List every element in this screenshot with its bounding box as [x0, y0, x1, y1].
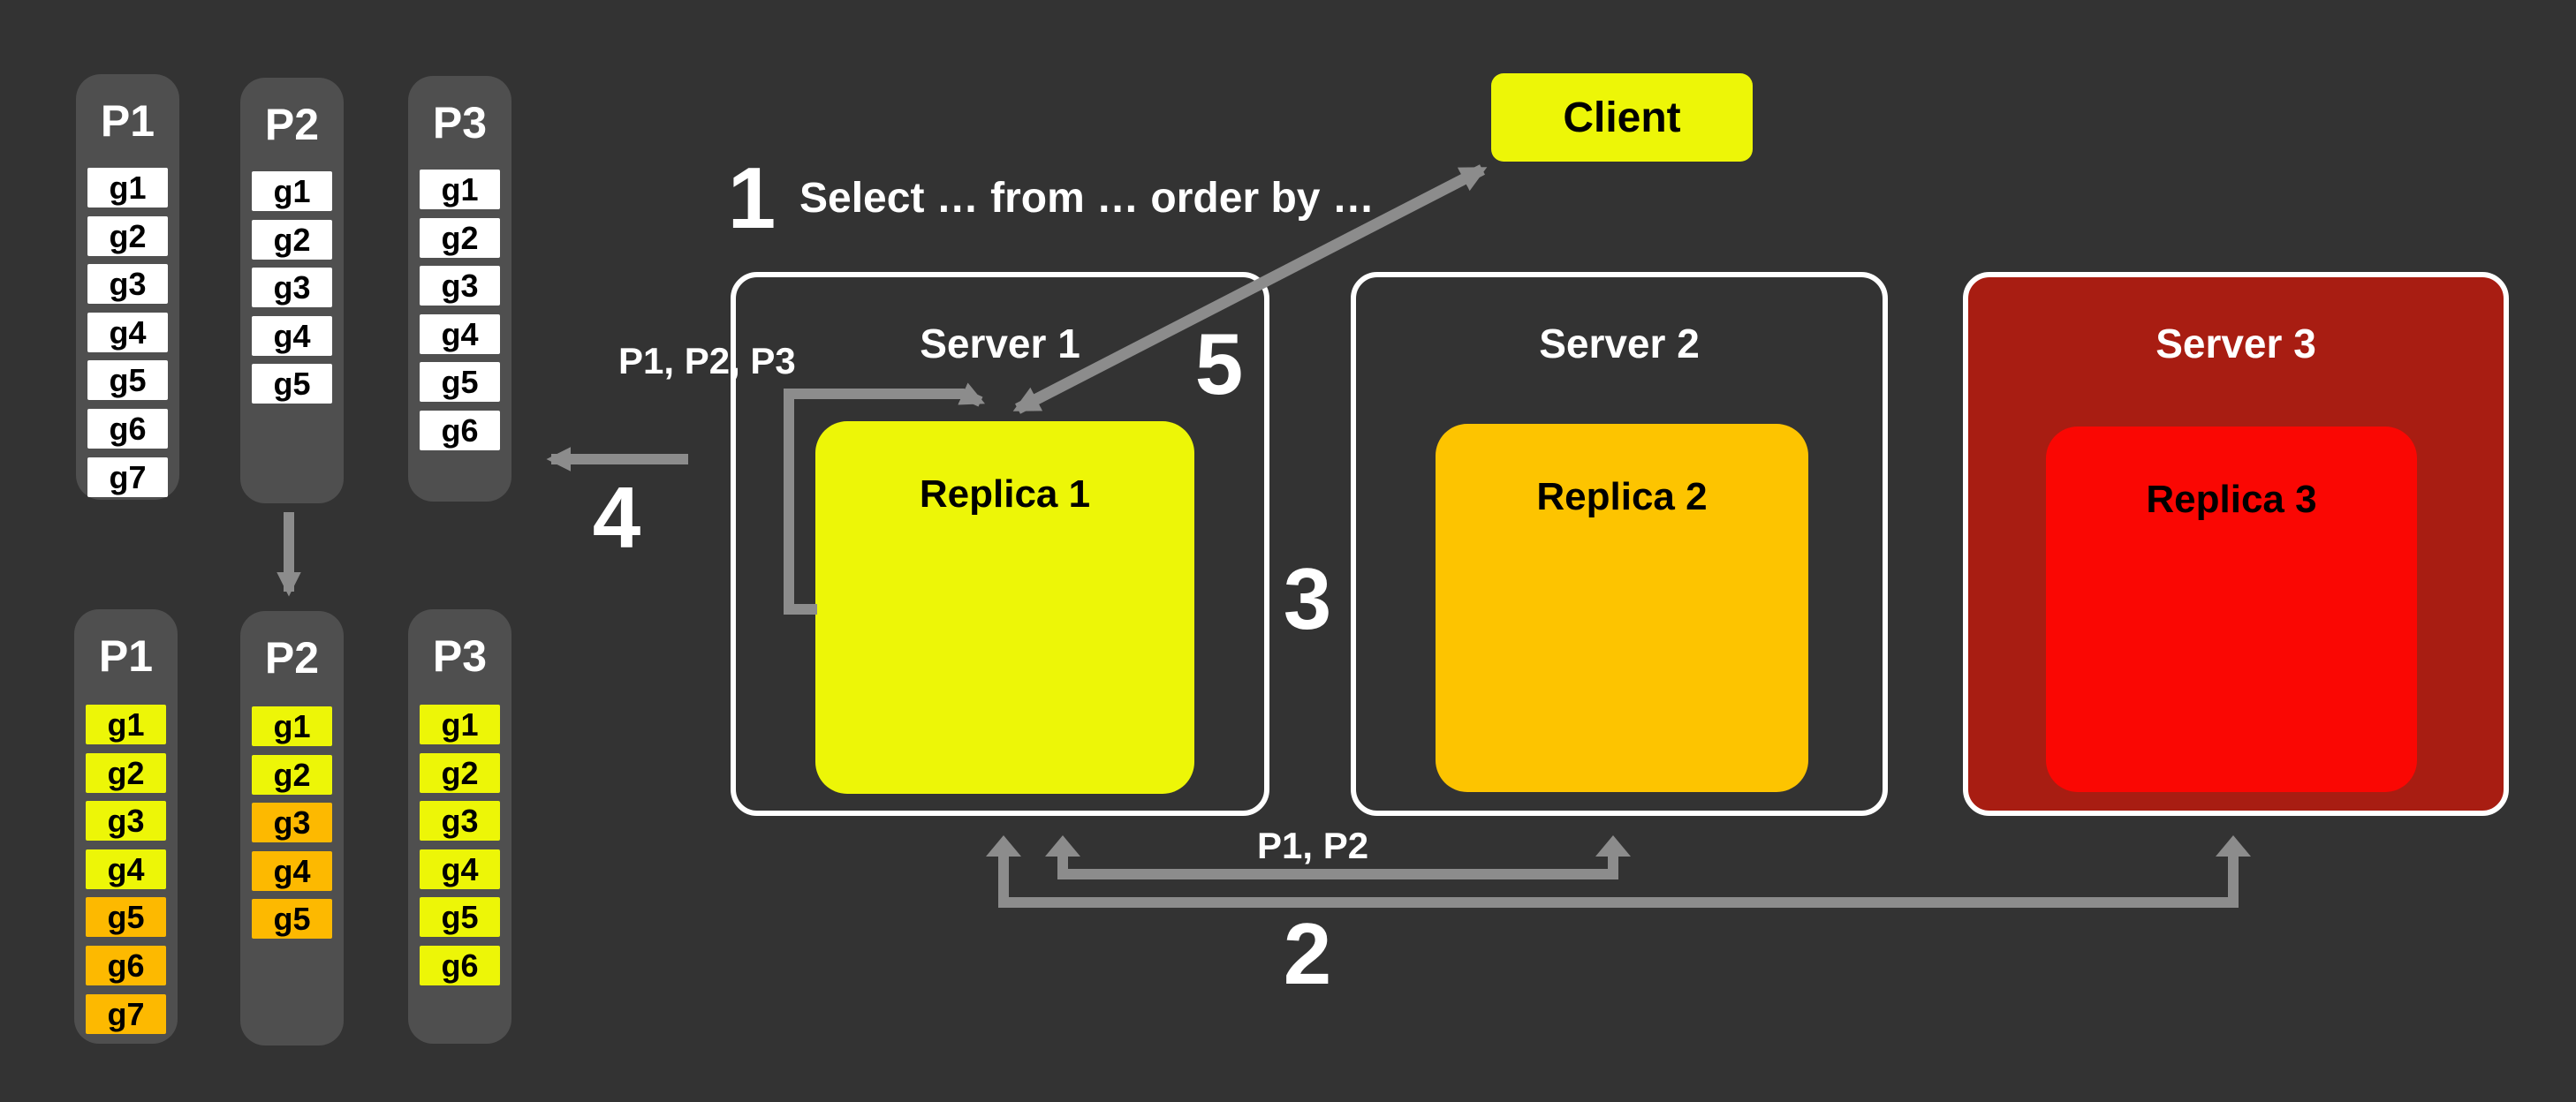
client-box: Client — [1491, 73, 1753, 162]
step-1-number: 1 — [727, 149, 777, 246]
partition-cell-p2-g2-initial: g2 — [252, 220, 332, 260]
fetch-arrow-server3 — [998, 853, 2239, 908]
partition-cell-p1-g2-initial: g2 — [87, 216, 168, 256]
arrowhead-up-icon — [1595, 835, 1631, 857]
partition-title: P3 — [432, 98, 488, 147]
server-2-box: Server 2 — [1351, 272, 1888, 816]
partition-title: P3 — [432, 631, 488, 681]
partition-cell-p1-g3-initial: g3 — [87, 264, 168, 304]
arrowhead-up-icon — [2216, 835, 2251, 857]
partition-cell-p1-g6-final: g6 — [86, 946, 166, 985]
partition-cell-p1-g7-initial: g7 — [87, 457, 168, 497]
partition-cell-p3-g4-final: g4 — [420, 849, 500, 889]
partition-column-p1-initial: P1 g1 g2 g3 g4 g5 g6 g7 — [76, 74, 179, 500]
partition-cell-p2-g1-final: g1 — [252, 706, 332, 746]
partition-cell-p1-g6-initial: g6 — [87, 409, 168, 449]
partition-title: P1 — [98, 631, 154, 681]
partition-cell-p3-g2-initial: g2 — [420, 218, 500, 258]
replica-1-label: Replica 1 — [919, 472, 1091, 516]
fanout-partitions-label: P1, P2, P3 — [618, 340, 796, 381]
arrowhead-up-icon — [1045, 835, 1080, 857]
partition-cell-p2-g4-final: g4 — [252, 851, 332, 891]
partition-column-p2-initial: P2 g1 g2 g3 g4 g5 — [240, 78, 344, 503]
partition-cell-p3-g3-initial: g3 — [420, 266, 500, 306]
server-3-label: Server 3 — [2156, 321, 2316, 366]
partition-column-p3-initial: P3 g1 g2 g3 g4 g5 g6 — [408, 76, 511, 502]
partition-cell-p1-g5-initial: g5 — [87, 360, 168, 400]
partition-cell-p1-g4-final: g4 — [86, 849, 166, 889]
partition-cell-p1-g1-initial: g1 — [87, 168, 168, 208]
partition-cell-p2-g3-initial: g3 — [252, 268, 332, 307]
partition-cell-p3-g5-final: g5 — [420, 897, 500, 937]
partition-cell-p3-g2-final: g2 — [420, 753, 500, 793]
partition-cell-p3-g4-initial: g4 — [420, 314, 500, 354]
up-arrowheads — [986, 835, 2251, 857]
partition-title: P2 — [264, 100, 320, 149]
arrowhead-up-icon — [986, 835, 1021, 857]
partition-cell-p2-g5-final: g5 — [252, 899, 332, 939]
replica-1-box: Replica 1 — [815, 421, 1194, 794]
partition-cell-p1-g4-initial: g4 — [87, 313, 168, 352]
step-5-number: 5 — [1194, 315, 1244, 412]
partition-cell-p2-g2-final: g2 — [252, 755, 332, 795]
partition-column-p1-final: P1 g1 g2 g3 g4 g5 g6 g7 — [74, 609, 178, 1044]
partition-cell-p1-g1-final: g1 — [86, 705, 166, 744]
partition-title: P2 — [264, 633, 320, 683]
step-4-number: 4 — [592, 469, 641, 566]
partition-cell-p1-g7-final: g7 — [86, 994, 166, 1034]
step-2-number: 2 — [1283, 905, 1332, 1002]
partition-cell-p3-g6-final: g6 — [420, 946, 500, 985]
partition-column-p3-final: P3 g1 g2 g3 g4 g5 g6 — [408, 609, 511, 1044]
partition-column-p2-final: P2 g1 g2 g3 g4 g5 — [240, 611, 344, 1045]
replica-3-box: Replica 3 — [2046, 426, 2417, 792]
partition-cell-p1-g5-final: g5 — [86, 897, 166, 937]
query-text-label: Select … from … order by … — [799, 175, 1375, 222]
server-2-label: Server 2 — [1539, 321, 1700, 366]
client-label: Client — [1563, 94, 1681, 141]
partition-cell-p3-g1-final: g1 — [420, 705, 500, 744]
partition-cell-p1-g2-final: g2 — [86, 753, 166, 793]
replica-3-label: Replica 3 — [2146, 478, 2317, 521]
partition-cell-p2-g3-final: g3 — [252, 803, 332, 842]
partition-cell-p2-g5-initial: g5 — [252, 364, 332, 404]
partition-cell-p3-g1-initial: g1 — [420, 170, 500, 209]
replica-2-label: Replica 2 — [1536, 475, 1708, 518]
partition-cell-p2-g1-initial: g1 — [252, 171, 332, 211]
step-3-number: 3 — [1283, 550, 1332, 647]
partition-cell-p3-g6-initial: g6 — [420, 411, 500, 450]
partition-title: P1 — [100, 96, 155, 146]
partition-cell-p3-g3-final: g3 — [420, 801, 500, 841]
partition-cell-p3-g5-initial: g5 — [420, 362, 500, 402]
replicated-partitions-label: P1, P2 — [1257, 825, 1369, 866]
partition-cell-p2-g4-initial: g4 — [252, 316, 332, 356]
replica-2-box: Replica 2 — [1436, 424, 1808, 792]
partition-cell-p1-g3-final: g3 — [86, 801, 166, 841]
